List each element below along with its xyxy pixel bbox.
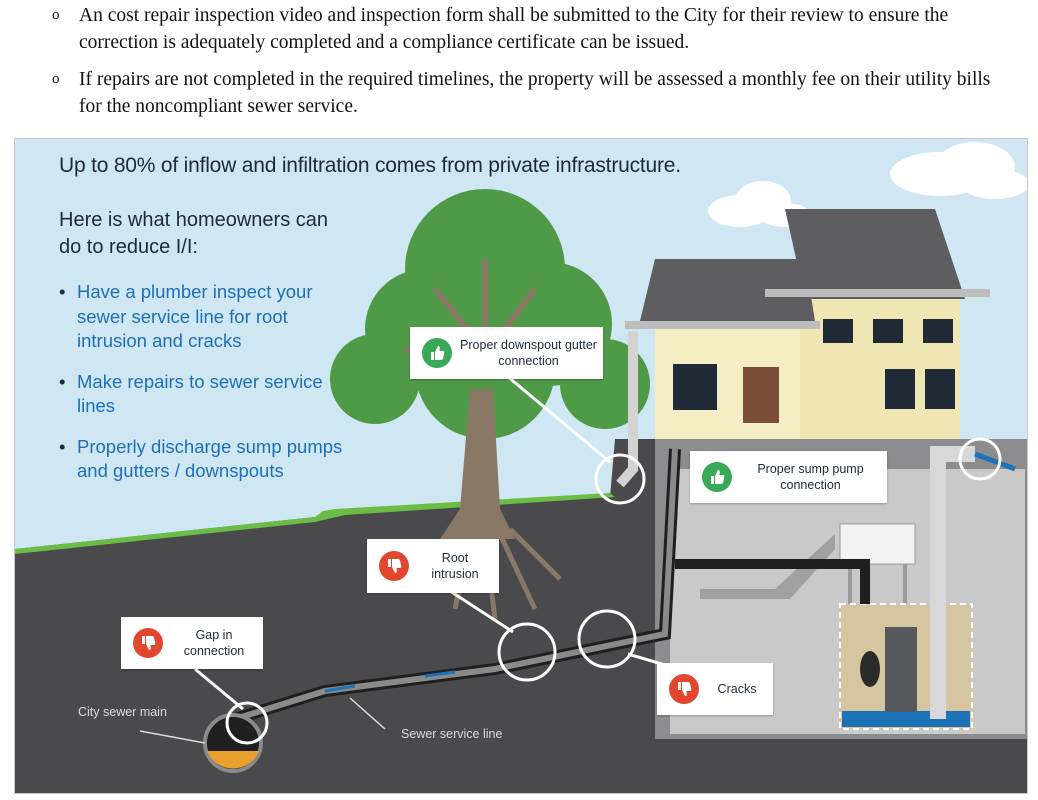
bullet-mark: o [52,71,60,87]
label-sump: Proper sump pump connection [690,451,887,503]
thumbs-up-icon [702,462,732,492]
document-text: o An cost repair inspection video and in… [0,0,1038,130]
thumbs-down-icon [133,628,163,658]
bullet-text: An cost repair inspection video and insp… [79,5,949,53]
label-text: Proper downspout gutter connection [460,338,597,368]
flow-arrows [324,670,456,693]
thumbs-up-icon [422,338,452,368]
label-cracks: Cracks [657,663,773,715]
label-gap: Gap in connection [121,617,263,669]
label-text: Proper sump pump connection [757,462,864,492]
tip-item: •Properly discharge sump pumps and gutte… [59,435,343,482]
label-text: Root intrusion [431,551,479,581]
bullet-text: If repairs are not completed in the requ… [79,69,991,117]
clouds [708,142,1027,227]
thumbs-down-icon [379,551,409,581]
label-city-sewer-main: City sewer main [78,705,167,719]
label-sewer-service-line: Sewer service line [401,727,503,741]
infographic: Up to 80% of inflow and infiltration com… [14,138,1028,794]
label-downspout: Proper downspout gutter connection [410,327,603,379]
infographic-heading: Up to 80% of inflow and infiltration com… [59,154,681,177]
tips-list: •Have a plumber inspect your sewer servi… [59,280,349,500]
infographic-subheading: Here is what homeowners can do to reduce… [59,209,329,258]
tip-item: •Have a plumber inspect your sewer servi… [59,281,313,351]
thumbs-down-icon [669,674,699,704]
tip-item: •Make repairs to sewer service lines [59,370,323,417]
connector-lines [194,374,666,711]
grass [15,493,615,554]
tree [330,189,650,620]
label-root: Root intrusion [367,539,499,593]
bullet-mark: o [52,7,60,23]
highlight-circles [225,437,1002,745]
label-text: Cracks [717,682,757,696]
label-text: Gap in connection [183,628,245,658]
